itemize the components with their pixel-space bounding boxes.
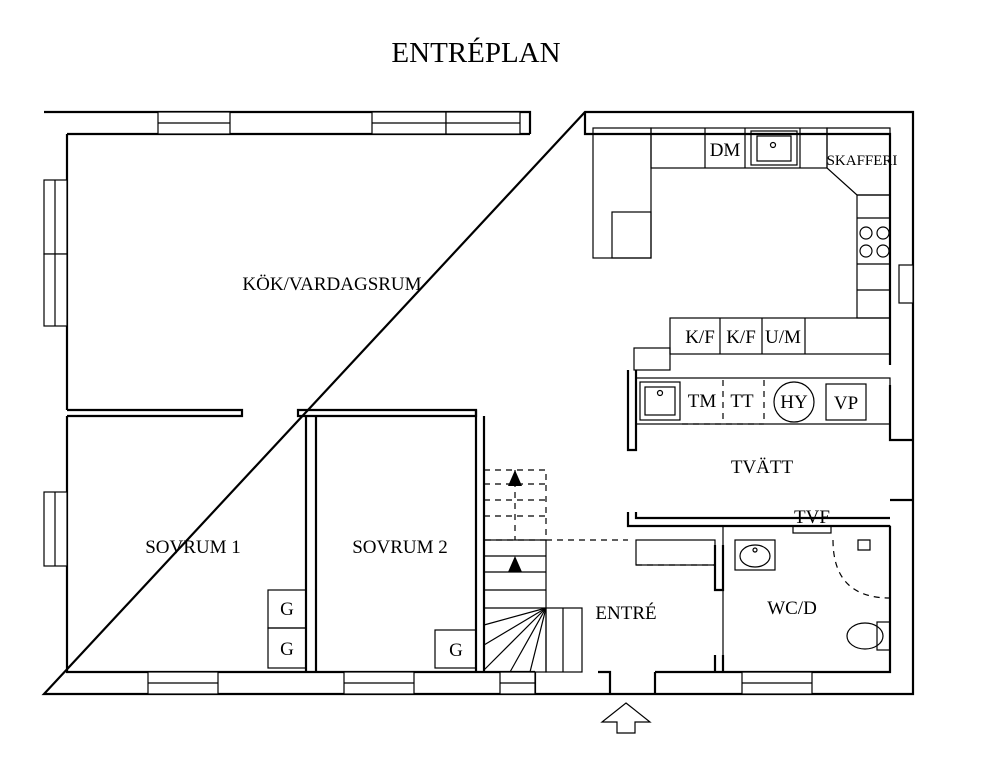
wardrobe-label: G <box>449 640 463 661</box>
fixture-label-oven-micro: U/M <box>765 327 801 348</box>
fixture-label-fridge-freezer-2: K/F <box>726 327 756 348</box>
wardrobe-label: G <box>280 599 294 620</box>
room-label-bedroom2: SOVRUM 2 <box>352 537 448 558</box>
wardrobe-label: G <box>280 639 294 660</box>
fixture-label-dryer: TT <box>730 391 754 412</box>
room-label-pantry: SKAFFERI <box>827 153 898 169</box>
stairs <box>483 469 628 673</box>
room-label-entrance: ENTRÉ <box>595 602 656 624</box>
room-label-bedroom1: SOVRUM 1 <box>145 537 241 558</box>
room-label-laundry: TVÄTT <box>731 457 794 478</box>
kitchen-sink-icon <box>750 130 798 166</box>
room-label-wc: WC/D <box>767 598 817 619</box>
plan-title: ENTRÉPLAN <box>391 36 560 69</box>
entrance-arrow-icon[interactable] <box>600 702 652 734</box>
kitchen-counters <box>592 127 891 371</box>
interior-walls <box>67 370 890 672</box>
fixture-label-dishwasher: DM <box>710 140 741 161</box>
fixture-label-fridge-freezer-1: K/F <box>685 327 715 348</box>
stairs-up-arrow-icon <box>508 556 522 572</box>
windows <box>43 111 914 695</box>
fixture-label-water-heater: VP <box>834 393 858 414</box>
stairs-up-arrow-icon <box>508 470 522 486</box>
wardrobes <box>267 589 477 669</box>
fixture-label-drying-cabinet: TVF <box>794 507 830 528</box>
wc-fixtures <box>635 525 891 673</box>
room-label-kitchen-living: KÖK/VARDAGSRUM <box>242 274 421 295</box>
laundry-fixtures <box>635 377 891 425</box>
stove-icon <box>859 226 890 258</box>
fixture-label-washing-machine: TM <box>688 391 717 412</box>
fixture-label-heater: HY <box>780 392 808 413</box>
